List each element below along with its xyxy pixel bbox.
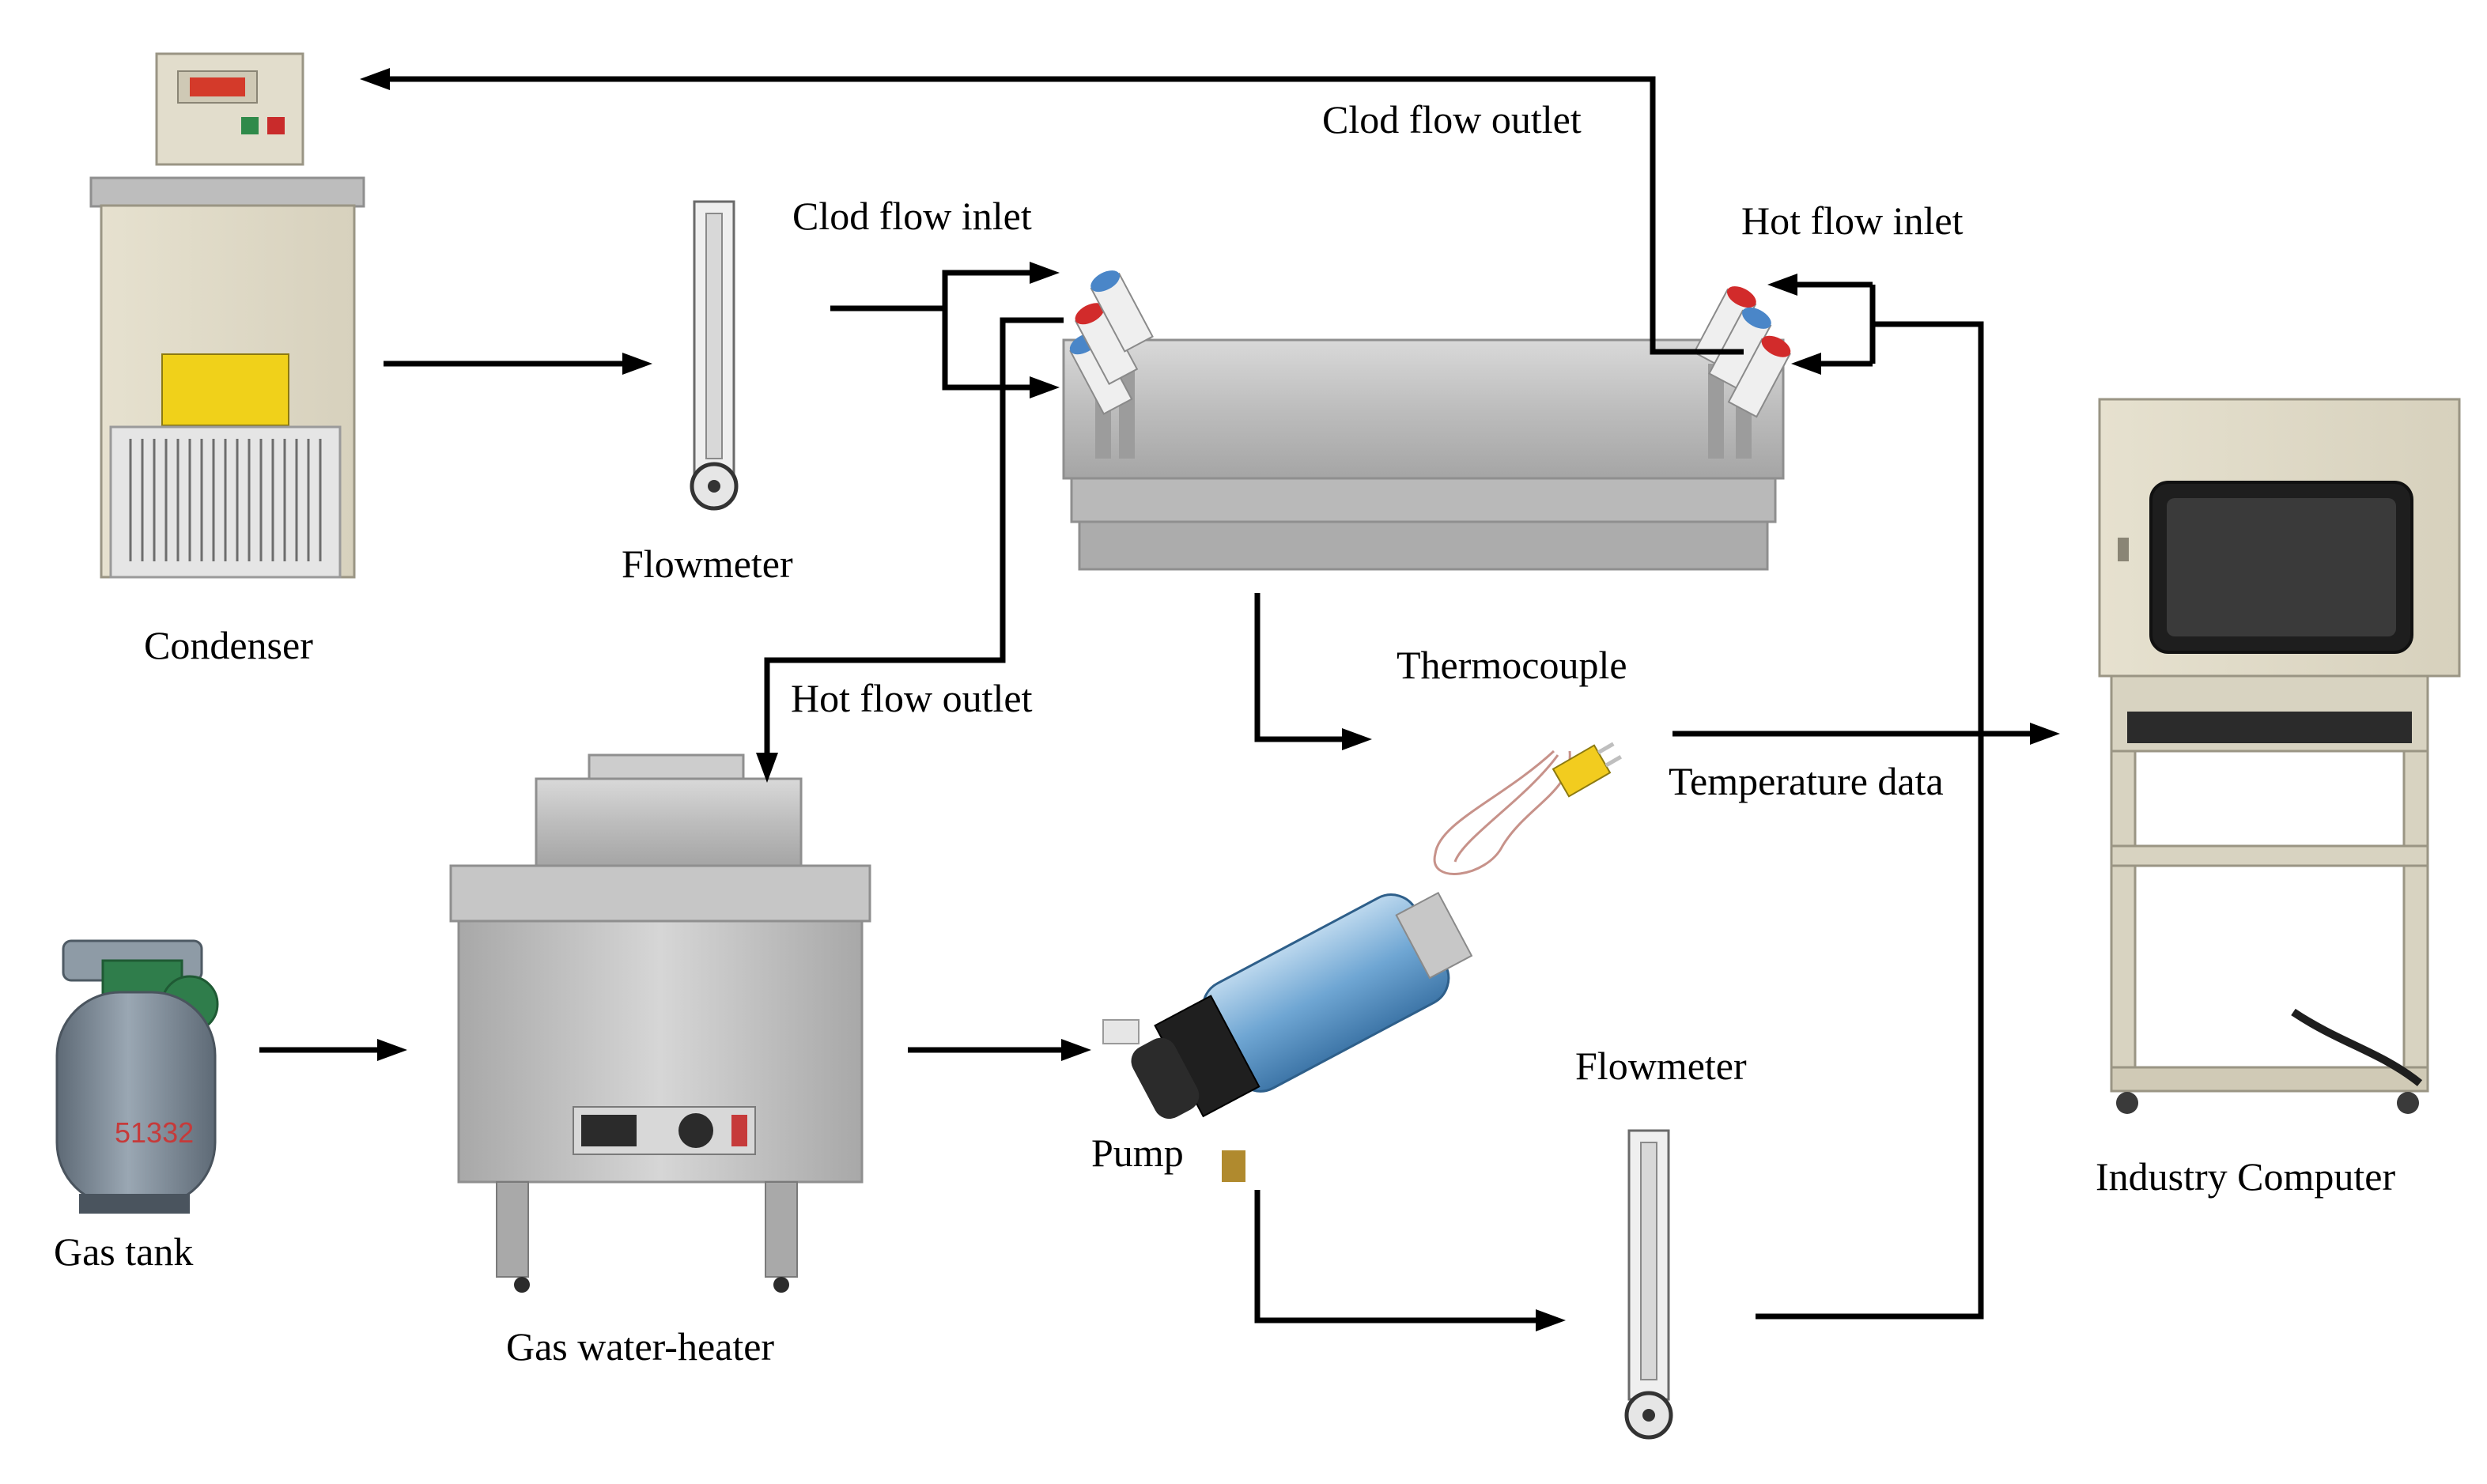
condenser-label: Condenser	[144, 623, 313, 667]
temperature-data-label: Temperature data	[1669, 759, 1944, 803]
hot-flow-inlet-label: Hot flow inlet	[1741, 198, 1964, 243]
gas-tank-label: Gas tank	[54, 1229, 193, 1274]
thermocouple-label: Thermocouple	[1397, 643, 1627, 687]
svg-text:51332: 51332	[115, 1116, 194, 1149]
pump-label: Pump	[1091, 1131, 1184, 1175]
flowmeter-top-label: Flowmeter	[622, 542, 793, 586]
condenser-to-flowmeter-arrow	[384, 353, 652, 375]
flowmeter-top-image	[690, 200, 739, 511]
hot-flow-outlet-line	[756, 317, 1064, 783]
heater-to-pump-arrow	[908, 1039, 1091, 1061]
industry-computer-image	[2098, 398, 2461, 1114]
gas-water-heater-image	[449, 753, 871, 1293]
pump-to-flowmeter-arrow	[1254, 1190, 1566, 1331]
flowmeter-bottom-label: Flowmeter	[1575, 1044, 1747, 1088]
condenser-image	[89, 52, 365, 579]
pump-image	[1102, 891, 1473, 1182]
hot-flow-outlet-label: Hot flow outlet	[791, 676, 1033, 720]
hot-flow-inlet-line	[1756, 274, 1984, 1320]
cold-flow-outlet-line	[360, 68, 1744, 355]
exchanger-to-thermocouple-arrow	[1254, 593, 1372, 750]
temperature-data-arrow	[1672, 723, 2060, 745]
cold-flow-outlet-label: Clod flow outlet	[1322, 97, 1582, 142]
gas-tank-to-heater-arrow	[259, 1039, 407, 1061]
cold-side-ports-image	[1069, 270, 1154, 415]
gas-tank-image: 51332	[55, 939, 219, 1214]
cold-flow-inlet-label: Clod flow inlet	[792, 194, 1032, 238]
gas-water-heater-label: Gas water-heater	[506, 1324, 774, 1369]
heat-exchanger-image	[1062, 338, 1785, 571]
cold-flow-inlet-line	[830, 262, 1060, 398]
flowmeter-bottom-image	[1624, 1129, 1673, 1440]
industry-computer-label: Industry Computer	[2096, 1154, 2395, 1199]
thermocouple-image	[1433, 742, 1623, 875]
